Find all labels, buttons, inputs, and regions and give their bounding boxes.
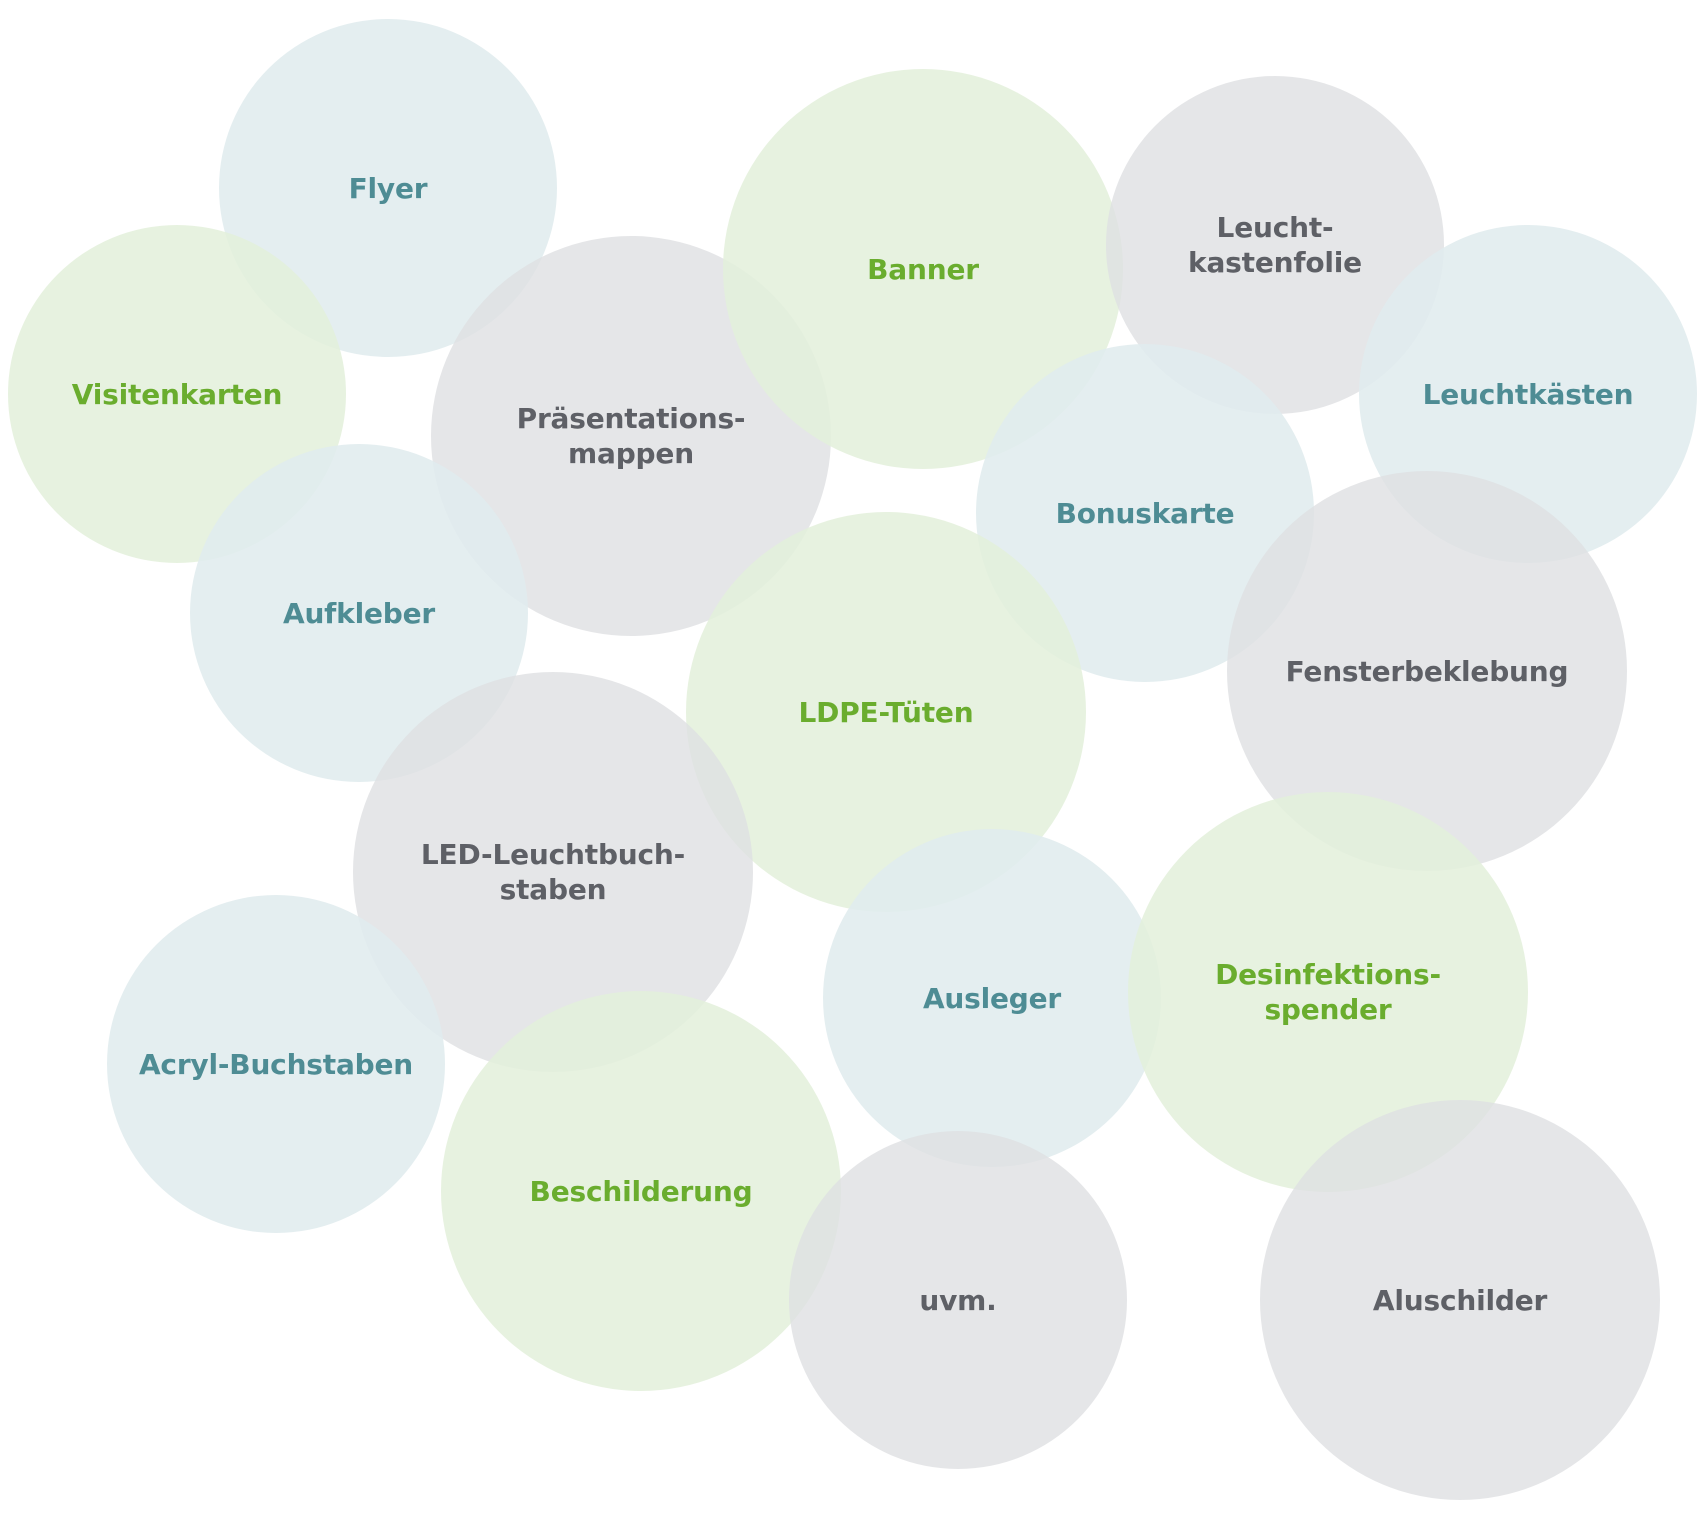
bubble-label: Flyer (348, 171, 428, 205)
bubble-label: uvm. (919, 1283, 997, 1317)
bubble-label: Banner (867, 252, 979, 286)
bubble-label: Leucht- kastenfolie (1188, 211, 1362, 279)
bubble-label: Leuchtkästen (1422, 377, 1634, 411)
bubble-label: Aluschilder (1372, 1283, 1548, 1317)
bubble-ausleger: Ausleger (823, 829, 1161, 1167)
bubble-label: Aufkleber (282, 596, 436, 630)
bubble-label: Bonuskarte (1055, 496, 1235, 530)
bubble-label: Acryl-Buchstaben (138, 1047, 414, 1081)
bubble-aluschilder: Aluschilder (1260, 1100, 1660, 1500)
bubble-label: Visitenkarten (71, 377, 283, 411)
bubble-label: LED-Leuchtbuch- staben (420, 838, 686, 906)
bubble-beschilderung: Beschilderung (441, 991, 841, 1391)
bubble-label: Fensterbeklebung (1285, 654, 1569, 688)
bubble-label: Desinfektions- spender (1215, 958, 1441, 1026)
bubble-acryl-buchstaben: Acryl-Buchstaben (107, 895, 445, 1233)
bubble-label: Beschilderung (529, 1174, 753, 1208)
bubble-label: LDPE-Tüten (798, 695, 974, 729)
bubble-uvm: uvm. (789, 1131, 1127, 1469)
bubble-label: Ausleger (922, 981, 1062, 1015)
bubble-label: Präsentations- mappen (516, 402, 746, 470)
